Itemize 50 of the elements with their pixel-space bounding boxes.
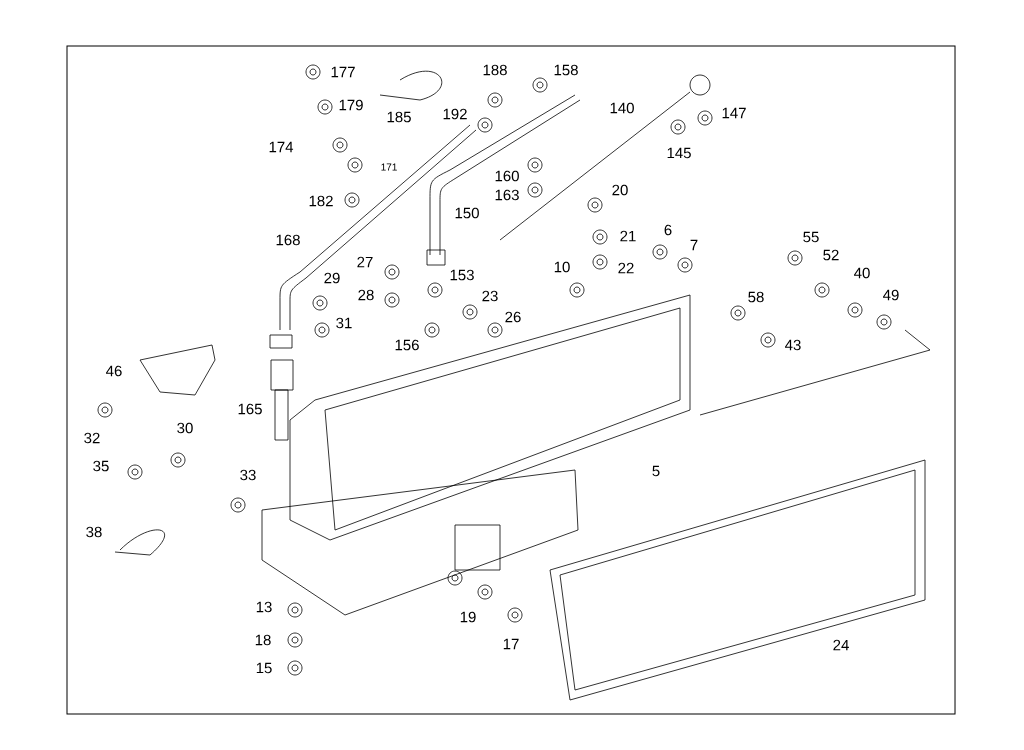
callout-number: 43 xyxy=(785,339,801,351)
callout-number: 55 xyxy=(803,231,819,243)
callout-number: 174 xyxy=(269,141,294,153)
callout-number: 58 xyxy=(748,291,764,303)
callout-number: 15 xyxy=(256,662,272,674)
callout-number: 38 xyxy=(86,526,102,538)
callout-number: 188 xyxy=(483,64,507,76)
callout-number: 19 xyxy=(460,611,476,623)
callout-number: 30 xyxy=(177,422,193,434)
callout-number: 26 xyxy=(505,311,521,323)
callout-number: 6 xyxy=(664,224,672,236)
callout-number: 145 xyxy=(667,147,691,159)
callout-number: 158 xyxy=(554,64,578,76)
callout-number: 177 xyxy=(331,66,355,78)
callout-number: 18 xyxy=(255,634,271,646)
callout-number: 182 xyxy=(309,195,333,207)
callout-number: 147 xyxy=(722,107,746,119)
callout-number: 32 xyxy=(84,432,100,444)
callout-number: 156 xyxy=(395,339,419,351)
callout-number: 31 xyxy=(336,317,352,329)
callout-number: 168 xyxy=(276,234,300,246)
callout-number: 13 xyxy=(256,601,272,613)
callout-number: 5 xyxy=(652,465,660,477)
callout-number: 192 xyxy=(443,108,467,120)
callout-number: 140 xyxy=(610,102,634,114)
callout-number: 52 xyxy=(823,249,839,261)
callout-number: 46 xyxy=(106,365,122,377)
callout-number: 163 xyxy=(495,189,519,201)
callout-number: 10 xyxy=(554,261,570,273)
callout-number: 150 xyxy=(455,207,479,219)
callout-number: 28 xyxy=(358,289,374,301)
callout-number: 17 xyxy=(503,638,519,650)
callout-number: 33 xyxy=(240,469,256,481)
callout-number: 185 xyxy=(387,111,411,123)
callout-number: 179 xyxy=(339,99,363,111)
callout-number: 24 xyxy=(833,639,849,651)
callout-number: 171 xyxy=(381,163,397,171)
callout-number: 153 xyxy=(450,269,474,281)
callout-number: 27 xyxy=(357,256,373,268)
callout-number: 21 xyxy=(620,230,636,242)
callout-number: 7 xyxy=(690,239,698,251)
callout-number: 40 xyxy=(854,267,870,279)
callout-number: 29 xyxy=(324,272,340,284)
callout-number: 165 xyxy=(238,403,262,415)
callout-number: 23 xyxy=(482,290,498,302)
callout-number: 20 xyxy=(612,184,628,196)
callout-number: 49 xyxy=(883,289,899,301)
callout-number: 35 xyxy=(93,460,109,472)
callout-number: 22 xyxy=(618,262,634,274)
callout-number: 160 xyxy=(495,170,519,182)
